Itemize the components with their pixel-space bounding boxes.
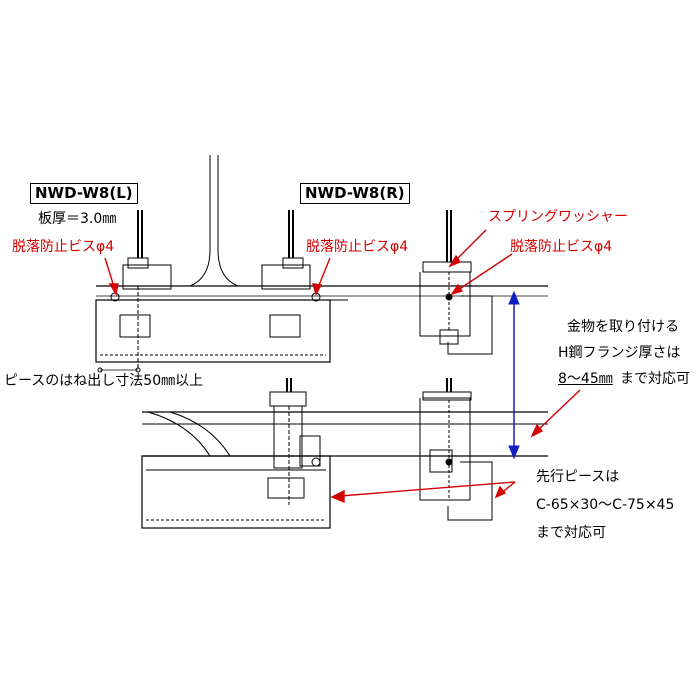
spring-washer-label: スプリングワッシャー	[488, 209, 628, 225]
red-leaders	[104, 229, 581, 504]
line-work	[95, 155, 548, 529]
piece-line3: まで対応可	[536, 525, 606, 541]
piece-line1: 先行ピースは	[536, 469, 620, 485]
screw-right-label: 脱落防止ビスφ4	[510, 239, 613, 255]
thickness-label: 板厚＝3.0㎜	[38, 211, 117, 227]
flange-line2: H鋼フランジ厚さは	[558, 345, 681, 361]
protrusion-label: ピースのはね出し寸法50㎜以上	[4, 373, 204, 389]
flange-thickness-dimension	[508, 290, 520, 460]
piece-line2: C-65×30～C-75×45	[536, 497, 675, 513]
flange-line1: 金物を取り付ける	[567, 319, 679, 335]
model-right-label: NWD-W8(R)	[300, 183, 410, 204]
model-left-label: NWD-W8(L)	[30, 183, 138, 204]
screw-mid-label: 脱落防止ビスφ4	[306, 239, 409, 255]
flange-suffix: まで対応可	[620, 371, 690, 387]
flange-range: 8～45㎜	[558, 371, 613, 387]
screw-left-label: 脱落防止ビスφ4	[12, 239, 115, 255]
